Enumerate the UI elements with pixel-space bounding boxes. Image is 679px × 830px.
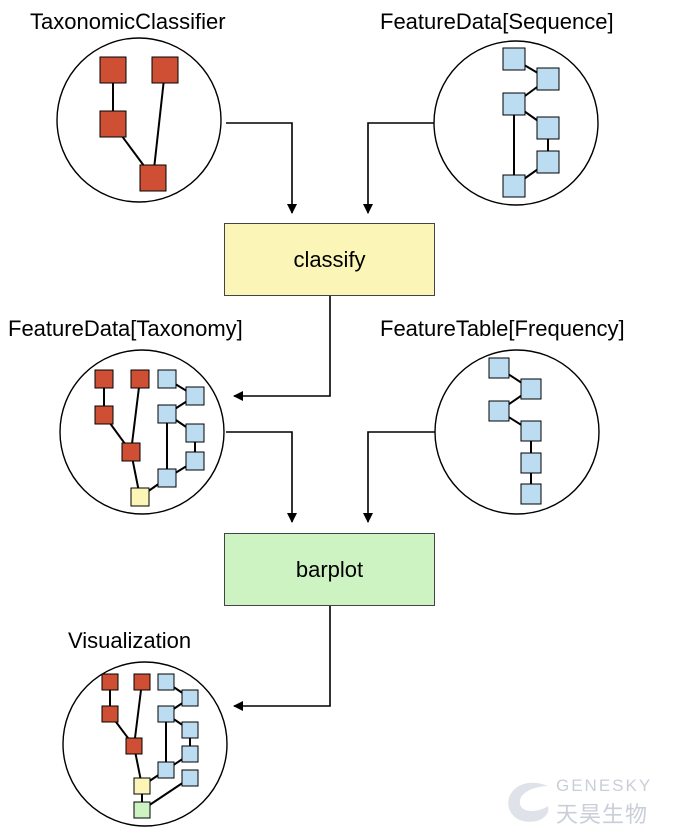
arrow-frequency-to-barplot [363,431,435,523]
arrow-taxonomy-to-barplot [226,431,297,523]
barplot-action-box: barplot [224,533,435,606]
arrow-classifier-to-classify [226,122,297,214]
classify-action-box: classify [224,223,435,296]
watermark-chinese: 天昊生物 [556,803,649,828]
arrow-barplot-to-visualization [233,606,331,711]
arrow-sequence-to-classify [363,122,435,214]
arrow-classify-to-taxonomy [233,296,331,401]
genesky-logo-icon [508,782,549,822]
visualization-label: Visualization [68,628,192,653]
feature-table-frequency-label: FeatureTable[Frequency] [380,316,625,341]
watermark-brand: GENESKY [556,776,653,795]
feature-data-taxonomy-icon [59,349,225,515]
feature-table-frequency-icon [434,349,600,515]
taxonomic-classifier-icon [56,37,222,203]
feature-data-taxonomy-label: FeatureData[Taxonomy] [8,316,243,341]
feature-data-sequence-icon [433,40,599,206]
feature-data-sequence-label: FeatureData[Sequence] [380,9,614,34]
taxonomic-classifier-label: TaxonomicClassifier [30,9,226,34]
visualization-icon [62,661,228,827]
